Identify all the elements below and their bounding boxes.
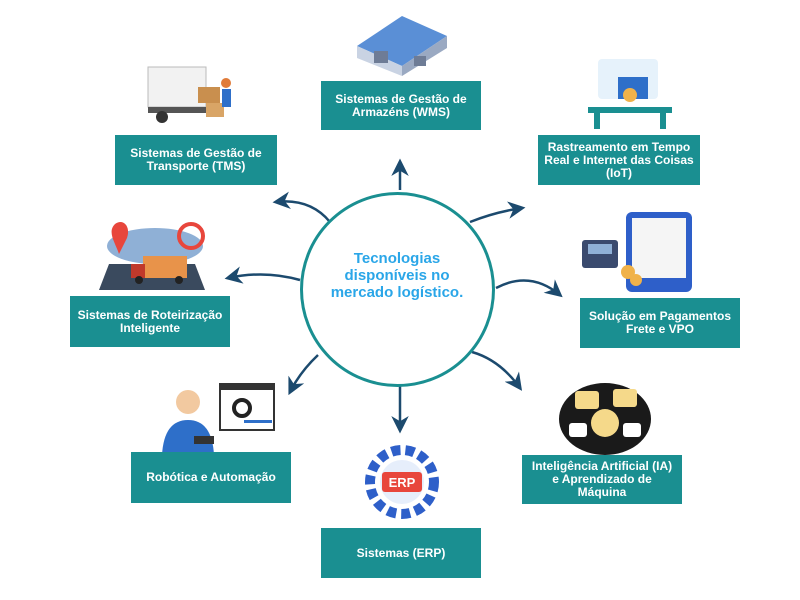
ai-brain-icon <box>559 383 651 455</box>
node-routing-label: Sistemas de Roteirização Inteligente <box>77 307 223 335</box>
arrow-to-routing <box>224 266 301 284</box>
arrow-to-tms <box>272 191 331 223</box>
arrow-to-payments <box>495 279 563 298</box>
arrow-to-robotics <box>288 354 319 396</box>
warehouse-icon <box>357 16 447 76</box>
node-ai-label: Inteligência Artificial (IA) e Aprendiza… <box>531 459 673 499</box>
node-payments-label: Solução em Pagamentos Frete e VPO <box>588 309 732 336</box>
erp-gear-icon: ERP <box>365 445 439 519</box>
payment-monitor-icon <box>582 212 692 292</box>
node-erp: Sistemas (ERP) <box>321 528 481 578</box>
node-tms: Sistemas de Gestão de Transporte (TMS) <box>115 135 277 185</box>
center-title: Tecnologias disponíveis no mercado logís… <box>330 250 464 301</box>
node-wms: Sistemas de Gestão de Armazéns (WMS) <box>321 81 481 130</box>
arrow-to-ai <box>471 350 523 391</box>
node-erp-label: Sistemas (ERP) <box>356 545 446 560</box>
automation-engineer-icon <box>162 383 275 455</box>
node-wms-label: Sistemas de Gestão de Armazéns (WMS) <box>335 91 467 119</box>
moving-truck-icon <box>147 66 231 123</box>
node-iot-label: Rastreamento em Tempo Real e Internet da… <box>544 139 694 180</box>
node-robotics: Robótica e Automação <box>131 452 291 503</box>
node-routing: Sistemas de Roteirização Inteligente <box>70 296 230 347</box>
center-circle <box>300 192 495 387</box>
node-iot: Rastreamento em Tempo Real e Internet da… <box>538 135 700 185</box>
arrow-to-iot <box>469 201 526 224</box>
erp-icon-text: ERP <box>389 475 416 490</box>
node-ai: Inteligência Artificial (IA) e Aprendiza… <box>522 455 682 504</box>
map-route-truck-icon <box>99 221 205 290</box>
node-tms-label: Sistemas de Gestão de Transporte (TMS) <box>130 146 262 173</box>
monitoring-workstation-icon <box>588 59 672 129</box>
node-robotics-label: Robótica e Automação <box>146 470 276 484</box>
node-payments: Solução em Pagamentos Frete e VPO <box>580 298 740 348</box>
